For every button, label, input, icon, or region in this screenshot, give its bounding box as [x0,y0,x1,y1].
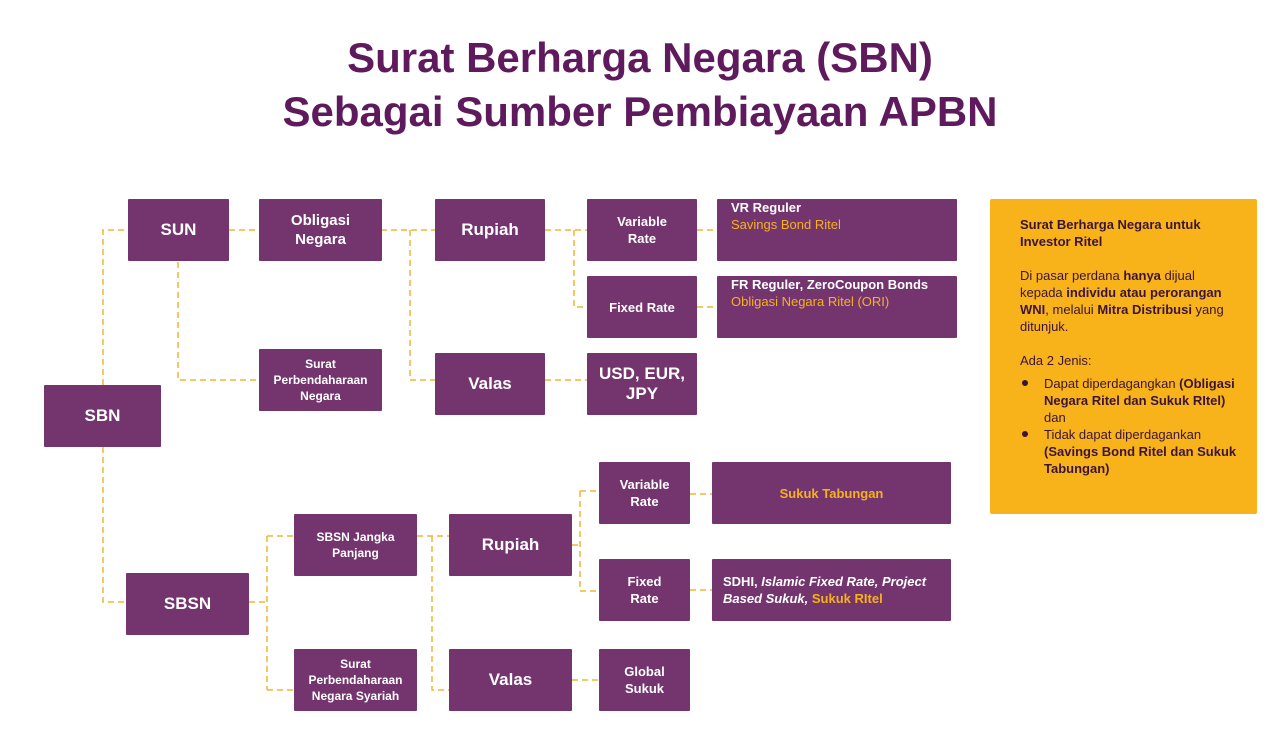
panel-text-mitra: Mitra Distribusi [1097,302,1192,317]
sbsn-jangka-panjang-label: SBSN Jangka Panjang [316,530,395,560]
panel-list-item: Tidak dapat diperdagankan (Savings Bond … [1020,426,1241,477]
item2-text: Tidak dapat diperdagankan [1044,427,1202,442]
panel-text-2: dijual kepada [1020,268,1195,300]
sdhi-box: SDHI, Islamic Fixed Rate, Project Based … [712,559,951,621]
sbsn-fixed-rate-label: Fixed Rate [627,574,662,606]
global-sukuk-label: Global Sukuk [624,664,665,696]
sbsn-valas-box: Valas [449,649,572,711]
obligasi-negara-label: Obligasi Negara [290,212,351,248]
investor-ritel-panel: Surat Berharga Negara untuk Investor Rit… [990,199,1257,514]
sun-currencies-box: USD, EUR, JPY [587,353,697,415]
connector-sbn-sbsn [102,447,126,603]
item1-text: Dapat diperdagangkan [1044,376,1180,391]
item1-tail: dan [1044,410,1066,425]
fr-reguler-box: FR Reguler, ZeroCoupon Bonds Obligasi Ne… [717,276,957,338]
sun-rupiah-label: Rupiah [461,220,519,239]
savings-bond-ritel-label: Savings Bond Ritel [731,217,841,232]
sbsn-variable-rate-label: Variable Rate [619,477,670,509]
sdhi-label: SDHI, [723,574,758,589]
sdhi-text: SDHI, Islamic Fixed Rate, Project Based … [723,573,945,607]
sbsn-label: SBSN [163,594,212,613]
title-line-1: Surat Berharga Negara (SBN) [347,34,933,81]
panel-text-4: yang ditunjuk. [1020,302,1224,334]
connector-sun-spn [177,262,259,381]
vr-reguler-label: VR Reguler [731,200,802,215]
islamic-fixed-rate-label: Islamic Fixed Rate, Project Based Sukuk, [723,574,927,606]
item2-bold: (Savings Bond Ritel dan Sukuk Tabungan) [1044,444,1237,476]
sbn-box: SBN [44,385,161,447]
global-sukuk-box: Global Sukuk [599,649,690,711]
panel-jenis: Ada 2 Jenis: [1020,353,1092,368]
sun-box: SUN [128,199,229,261]
vr-reguler-box: VR Reguler Savings Bond Ritel [717,199,957,261]
fr-reguler-label: FR Reguler, ZeroCoupon Bonds [731,277,929,292]
spns-label: Surat Perbendaharaan Negara Syariah [308,657,403,703]
connector-obligasi-valas [409,230,435,381]
sukuk-tabungan-label: Sukuk Tabungan [779,485,884,501]
sun-label: SUN [160,220,197,239]
connector-sbn-sun [102,229,128,385]
panel-text-individu: individu atau perorangan WNI [1020,285,1222,317]
panel-heading: Surat Berharga Negara untuk Investor Rit… [1020,217,1201,249]
sbsn-jangka-panjang-box: SBSN Jangka Panjang [294,514,417,576]
sun-variable-rate-box: Variable Rate [587,199,697,261]
panel-text-hanya: hanya [1123,268,1161,283]
connector-jangka-valas [431,536,449,691]
sbsn-rupiah-label: Rupiah [481,535,540,554]
sun-currencies-label: USD, EUR, JPY [599,364,685,403]
ori-label: Obligasi Negara Ritel (ORI) [731,294,890,309]
sun-valas-label: Valas [468,374,512,393]
panel-paragraph: Di pasar perdana hanya dijual kepada ind… [1020,267,1241,335]
sbn-label: SBN [84,406,121,425]
item1-bold: (Obligasi Negara Ritel dan Sukuk RItel) [1044,376,1235,408]
sun-variable-rate-label: Variable Rate [617,214,667,246]
sbsn-box: SBSN [126,573,249,635]
sun-valas-box: Valas [435,353,545,415]
obligasi-negara-box: Obligasi Negara [259,199,382,261]
panel-text-1: Di pasar perdana [1020,268,1124,283]
sun-rupiah-box: Rupiah [435,199,545,261]
panel-list: Dapat diperdagangkan (Obligasi Negara Ri… [1020,375,1241,477]
spn-box: Surat Perbendaharaan Negara [259,349,382,411]
spn-label: Surat Perbendaharaan Negara [273,357,368,403]
sukuk-tabungan-box: Sukuk Tabungan [712,462,951,524]
panel-list-item: Dapat diperdagangkan (Obligasi Negara Ri… [1020,375,1241,426]
sbsn-variable-rate-box: Variable Rate [599,462,690,524]
title-line-2: Sebagai Sumber Pembiayaan APBN [282,88,998,135]
sun-fixed-rate-box: Fixed Rate [587,276,697,338]
sun-fixed-rate-label: Fixed Rate [609,299,675,315]
spns-box: Surat Perbendaharaan Negara Syariah [294,649,417,711]
panel-text-3: , melalui [1045,302,1098,317]
sbsn-rupiah-box: Rupiah [449,514,572,576]
sbsn-fixed-rate-box: Fixed Rate [599,559,690,621]
sbsn-valas-label: Valas [488,670,533,689]
connector-rupiah-fixed [573,230,587,308]
sukuk-ritel-label: Sukuk RItel [811,591,883,606]
